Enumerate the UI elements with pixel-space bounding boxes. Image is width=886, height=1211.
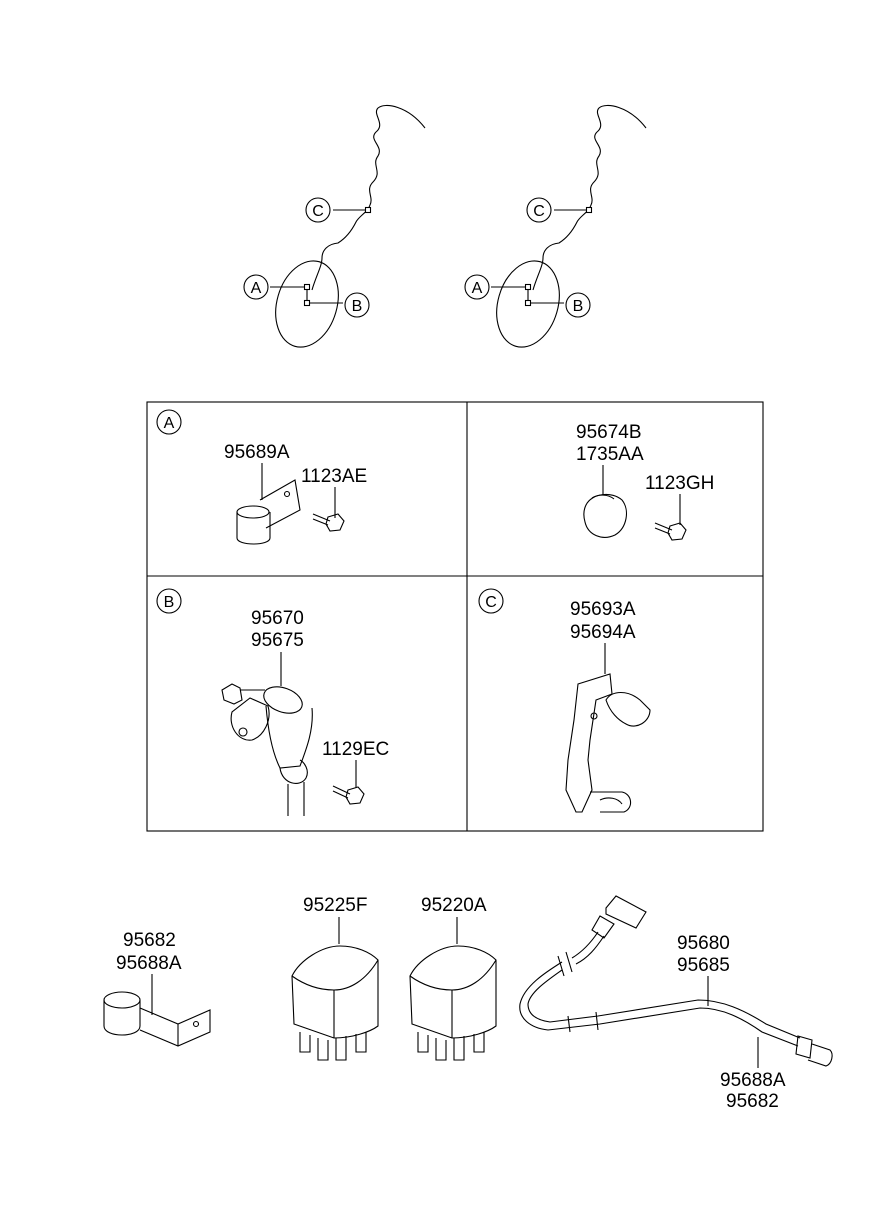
- svg-text:C: C: [533, 203, 545, 220]
- panel-a-letter: A: [164, 415, 175, 432]
- cable-bracket-icon: [565, 673, 651, 813]
- part-label: 1123GH: [645, 473, 714, 494]
- callout-c: C: [526, 197, 552, 223]
- panel-b: B 95670 95675 1129EC: [156, 588, 389, 816]
- part-label: 95682: [726, 1091, 779, 1112]
- svg-text:A: A: [251, 280, 262, 297]
- detail-grid: [146, 401, 764, 832]
- wheel-outline: [275, 260, 339, 348]
- bracket-clip-icon: [236, 479, 301, 545]
- svg-text:B: B: [352, 298, 363, 315]
- sensor-wire: [311, 104, 426, 291]
- callout-b: B: [565, 292, 591, 318]
- part-label: 1129EC: [322, 739, 389, 760]
- plug-cap-icon: [583, 493, 628, 538]
- panel-a: A 95689A 1123AE: [156, 409, 367, 545]
- svg-text:B: B: [573, 298, 584, 315]
- relay-icon: [291, 945, 379, 1061]
- svg-text:C: C: [312, 203, 324, 220]
- panel-b-letter: B: [164, 594, 175, 611]
- bolt-icon: [312, 513, 345, 532]
- part-label: 95674B: [576, 422, 642, 443]
- panel-plug: 95674B 1735AA 1123GH: [576, 422, 714, 541]
- callout-b: B: [344, 292, 370, 318]
- part-label: 95694A: [570, 622, 636, 643]
- part-label: 95670: [251, 608, 304, 629]
- bolt-icon: [654, 522, 687, 541]
- sensor-wire: [532, 104, 647, 291]
- part-label: 95680: [677, 933, 730, 954]
- bolt-icon: [332, 785, 365, 805]
- part-label: 95688A: [720, 1070, 786, 1091]
- callout-c: C: [305, 197, 331, 223]
- part-label: 95225F: [303, 895, 367, 916]
- callout-a: A: [464, 274, 490, 300]
- part-label: 1123AE: [301, 466, 367, 487]
- part-label: 1735AA: [576, 444, 644, 465]
- part-label: 95693A: [570, 599, 636, 620]
- clamp-assembly: 95682 95688A: [103, 930, 211, 1047]
- callout-a: A: [243, 274, 269, 300]
- relay-icon: [409, 945, 497, 1061]
- sensor-cable-assembly: 95680 95685 95688A 95682: [519, 895, 833, 1112]
- part-label: 95685: [677, 955, 730, 976]
- sensor-cable-icon: [519, 895, 833, 1067]
- relay-2: 95220A: [409, 895, 497, 1061]
- wheel-outline: [496, 260, 560, 348]
- part-label: 95220A: [421, 895, 487, 916]
- svg-text:A: A: [472, 280, 483, 297]
- wheel-speed-sensor-icon: [221, 683, 313, 816]
- overview-left-wheel: C A B: [243, 104, 426, 348]
- panel-c: C 95693A 95694A: [478, 588, 651, 813]
- relay-1: 95225F: [291, 895, 379, 1061]
- part-label: 95689A: [224, 442, 290, 463]
- part-label: 95688A: [116, 953, 182, 974]
- overview-right-wheel: C A B: [464, 104, 647, 348]
- clamp-icon: [103, 991, 211, 1047]
- panel-c-letter: C: [485, 594, 497, 611]
- part-label: 95675: [251, 630, 304, 651]
- part-label: 95682: [123, 930, 176, 951]
